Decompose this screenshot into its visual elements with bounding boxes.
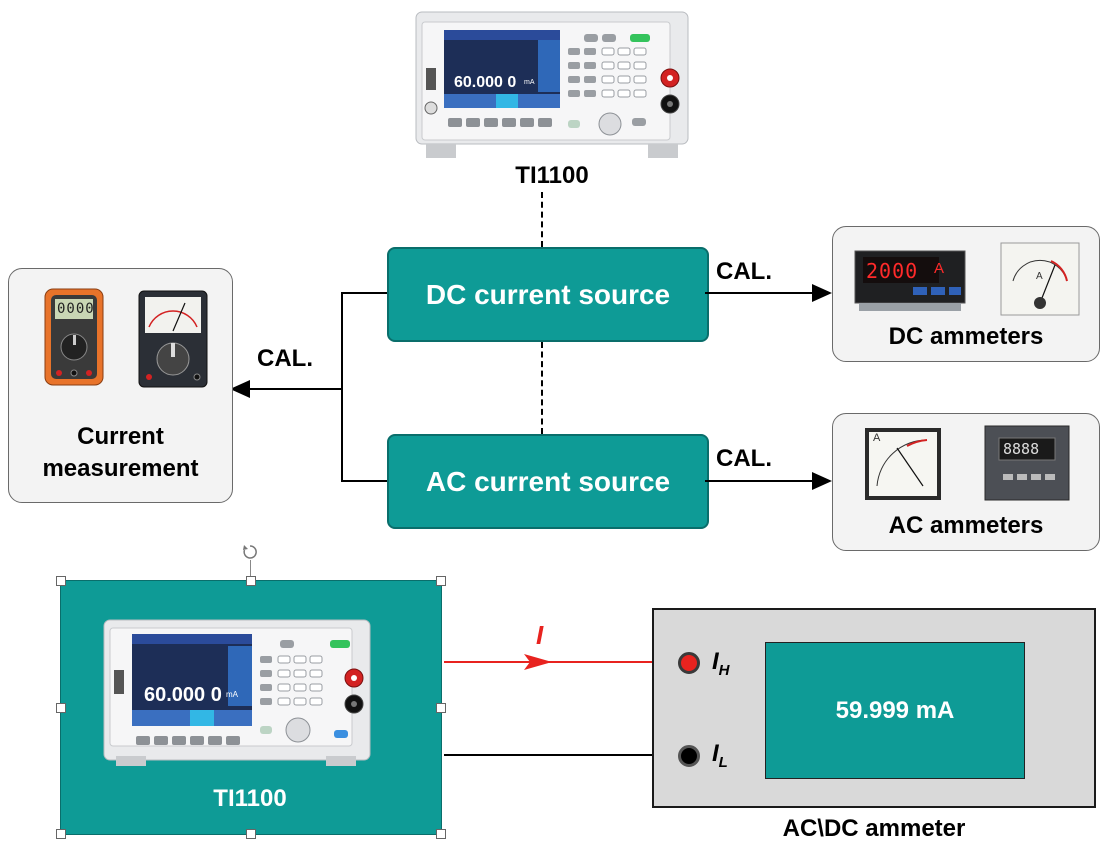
low-terminal-symbol: I — [712, 740, 719, 767]
resize-handle-top-right[interactable] — [436, 576, 446, 586]
ac-ammeters-label: AC ammeters — [888, 512, 1044, 539]
ammeter-display: 59.999 mA — [765, 642, 1025, 779]
digital-multimeter-icon — [44, 288, 104, 386]
resize-handle-bottom-left[interactable] — [56, 829, 66, 839]
dashed-link-middle — [541, 342, 543, 434]
cal-label-left: CAL. — [257, 345, 313, 372]
ac-digital-reading: 8888 — [1003, 440, 1040, 458]
low-terminal-label: IL — [712, 740, 728, 771]
high-terminal-label: IH — [712, 648, 730, 679]
high-terminal — [678, 652, 700, 674]
top-display-value: 60.000 0 — [454, 74, 517, 91]
current-label: I — [536, 620, 544, 650]
cal-label-ac-right: CAL. — [716, 445, 772, 472]
dashed-link-top — [541, 192, 543, 247]
signal-source-icon — [103, 619, 371, 766]
bottom-source-label: TI1100 — [213, 785, 287, 812]
connector-to-measurement — [246, 388, 342, 390]
rotate-handle-stem — [250, 560, 251, 576]
dc-analog-unit: A — [1036, 271, 1043, 282]
connector-ac-left — [341, 480, 387, 482]
current-measurement-line2: measurement — [42, 455, 199, 482]
arrow-right-icon — [812, 284, 832, 302]
ac-digital-ammeter-icon — [984, 425, 1070, 501]
dc-ammeters-panel: 2000 A A DC ammeters — [832, 226, 1100, 362]
ammeter-reading: 59.999 mA — [835, 696, 955, 724]
current-direction-arrow-icon — [524, 654, 552, 670]
connector-vertical — [341, 292, 343, 482]
current-measurement-line1: Current — [77, 423, 164, 450]
top-display-unit: mA — [524, 79, 535, 86]
high-terminal-symbol: I — [712, 648, 719, 675]
current-measurement-panel: 0000 Current measurement — [8, 268, 233, 503]
high-terminal-subscript: H — [718, 661, 730, 679]
signal-source-icon — [415, 11, 689, 158]
low-terminal — [678, 745, 700, 767]
bottom-display-value: 60.000 0 — [144, 684, 222, 706]
ac-current-source-box: AC current source — [387, 434, 709, 529]
dc-current-source-label: DC current source — [425, 278, 671, 310]
low-current-wire — [444, 754, 684, 756]
dc-current-source-box: DC current source — [387, 247, 709, 342]
dc-panel-meter-icon — [854, 250, 966, 311]
arrow-right-icon — [812, 472, 832, 490]
ac-analog-unit: A — [873, 432, 881, 444]
ammeter-label: AC\DC ammeter — [782, 815, 966, 842]
cal-label-dc-right: CAL. — [716, 258, 772, 285]
multimeter-reading: 0000 — [57, 301, 95, 317]
top-instrument: 60.000 0 mA — [408, 8, 693, 163]
bottom-display-unit: mA — [226, 690, 238, 699]
connector-dc-left — [341, 292, 387, 294]
top-instrument-label: TI1100 — [515, 162, 589, 189]
arrow-left-icon — [230, 380, 250, 398]
resize-handle-top-left[interactable] — [56, 576, 66, 586]
connector-dc-right — [705, 292, 815, 294]
rotate-handle-icon[interactable] — [242, 544, 258, 560]
dc-panel-meter-unit: A — [934, 260, 945, 277]
resize-handle-bottom-right[interactable] — [436, 829, 446, 839]
dc-ammeters-label: DC ammeters — [888, 323, 1044, 350]
ac-analog-ammeter-icon — [865, 428, 941, 500]
low-terminal-subscript: L — [718, 753, 728, 771]
bottom-source-selection[interactable]: 60.000 0 mA TI1100 — [60, 580, 442, 835]
ac-current-source-label: AC current source — [425, 465, 671, 497]
dc-panel-meter-reading: 2000 — [866, 259, 919, 283]
resize-handle-bottom[interactable] — [246, 829, 256, 839]
high-current-wire — [444, 661, 684, 663]
resize-handle-left[interactable] — [56, 703, 66, 713]
connector-ac-right — [705, 480, 815, 482]
dc-analog-ammeter-icon — [1000, 242, 1080, 316]
current-measurement-label: Current measurement — [9, 421, 232, 485]
resize-handle-top[interactable] — [246, 576, 256, 586]
resize-handle-right[interactable] — [436, 703, 446, 713]
analog-multimeter-icon — [138, 290, 208, 388]
ac-ammeters-panel: A 8888 AC ammeters — [832, 413, 1100, 551]
